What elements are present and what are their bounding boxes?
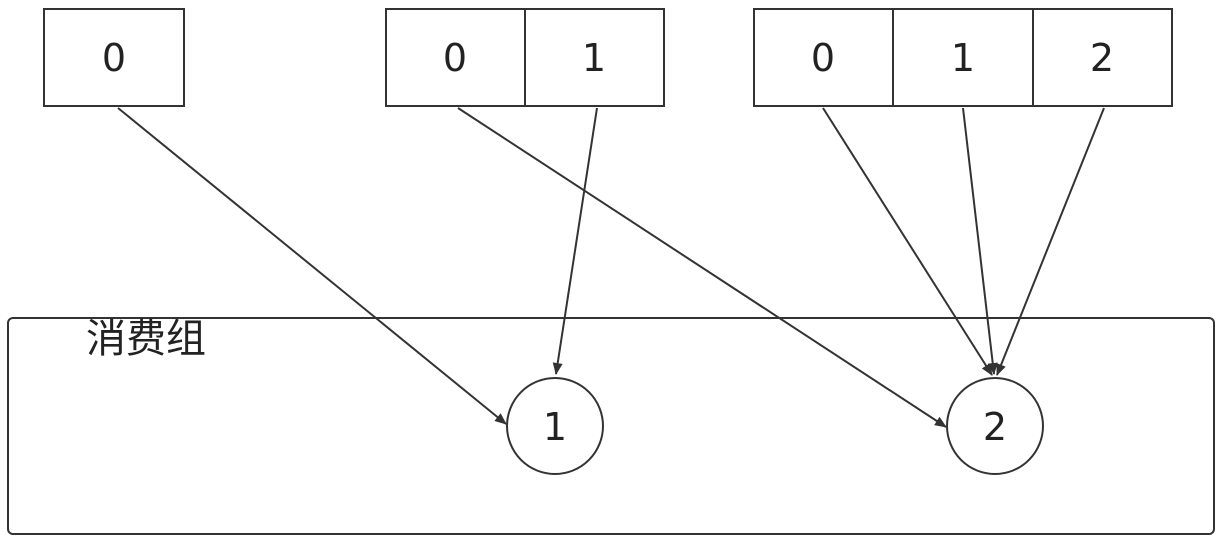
partition-box bbox=[385, 8, 526, 107]
partition-label: 1 bbox=[951, 36, 975, 80]
consumer-1: 1 bbox=[506, 377, 604, 475]
consumer-label: 1 bbox=[543, 405, 567, 449]
consumer-circle bbox=[946, 377, 1044, 475]
consumer-circle bbox=[506, 377, 604, 475]
partition-box bbox=[753, 8, 894, 107]
assignment-arrow bbox=[552, 107, 598, 375]
topic-1: 0 bbox=[43, 8, 185, 107]
topic-3: 0 1 2 bbox=[753, 8, 1173, 107]
partition-label: 2 bbox=[1090, 36, 1114, 80]
partition-box bbox=[1032, 8, 1173, 107]
assignment-arrow bbox=[117, 107, 507, 425]
partition-box bbox=[892, 8, 1034, 107]
consumer-2: 2 bbox=[946, 377, 1044, 475]
partition-label: 0 bbox=[811, 36, 835, 80]
partition-label: 0 bbox=[102, 36, 126, 80]
consumer-label: 2 bbox=[983, 405, 1007, 449]
assignment-arrow bbox=[822, 107, 993, 376]
assignment-arrow bbox=[996, 107, 1105, 376]
assignment-arrow bbox=[457, 107, 947, 428]
partition-box bbox=[43, 8, 185, 107]
partition-label: 0 bbox=[443, 36, 467, 80]
assignment-arrows bbox=[117, 107, 1105, 428]
consumer-group-label: 消费组 bbox=[86, 316, 206, 362]
consumer-group-box bbox=[7, 317, 1215, 535]
partition-box bbox=[524, 8, 665, 107]
topic-2: 0 1 bbox=[385, 8, 665, 107]
partition-label: 1 bbox=[582, 36, 606, 80]
assignment-arrow bbox=[962, 107, 998, 375]
